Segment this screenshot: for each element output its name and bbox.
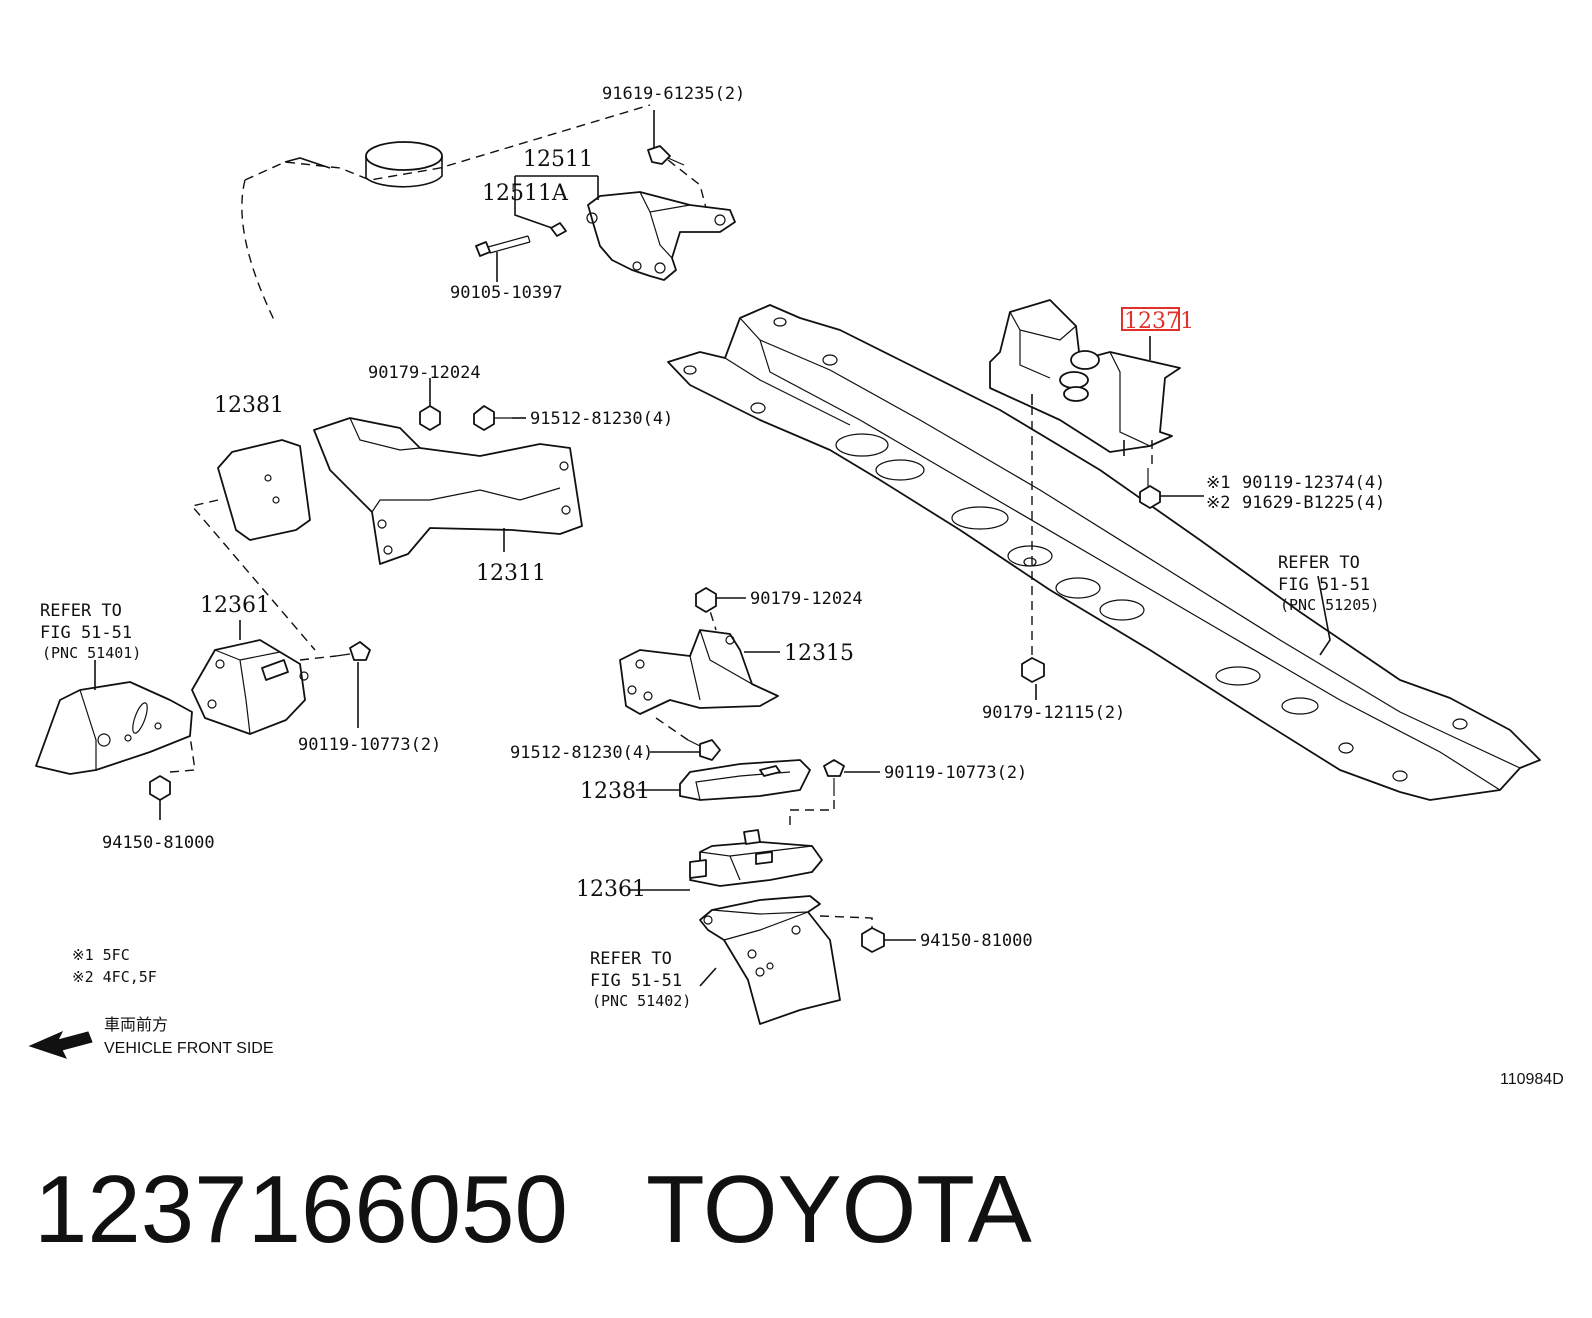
- label-12361-center: 12361: [576, 877, 646, 902]
- bracket-12315: [619, 597, 780, 715]
- label-90179-center: 90179-12024: [750, 589, 863, 609]
- label-12361-left: 12361: [200, 593, 270, 618]
- label-91619: 91619-61235(2): [602, 84, 745, 104]
- label-90179-12115: 90179-12115(2): [982, 703, 1125, 723]
- label-12371-highlighted[interactable]: 12371: [1124, 309, 1194, 334]
- insulator-12381-left: [190, 439, 316, 651]
- label-94150-left: 94150-81000: [102, 833, 215, 853]
- nut-90179-12024-center: [695, 587, 746, 613]
- ref-left-line1: REFER TO: [40, 601, 122, 621]
- bolt-90119-10773-center: [789, 759, 880, 826]
- mount-12361-left: [191, 620, 309, 735]
- engine-bracket-12511: [514, 159, 736, 281]
- label-12511: 12511: [523, 147, 593, 172]
- insulator-12381-center: [636, 759, 811, 801]
- label-12381-upper: 12381: [214, 393, 284, 418]
- ref-bottom-line1: REFER TO: [590, 949, 672, 969]
- bolt-90119-12374: [1139, 468, 1204, 509]
- direction-jp: 車両前方: [104, 1016, 168, 1034]
- ref-right-line3: (PNC 51205): [1280, 596, 1379, 614]
- ref-left-line2: FIG 51-51: [40, 623, 132, 643]
- ref-right-line2: FIG 51-51: [1278, 575, 1370, 595]
- rear-mount-12371: [989, 299, 1181, 456]
- label-90179-upper: 90179-12024: [368, 363, 481, 383]
- label-94150-center: 94150-81000: [920, 931, 1033, 951]
- label-91629: 91629-B1225(4): [1242, 493, 1385, 513]
- label-90119-left: 90119-10773(2): [298, 735, 441, 755]
- nut-94150-left: [149, 775, 171, 820]
- ref-right-line1: REFER TO: [1278, 553, 1360, 573]
- brand-name: TOYOTA: [646, 1156, 1032, 1263]
- front-arrow-icon: [28, 1030, 93, 1059]
- engine-outline: [241, 104, 651, 323]
- nut-94150-center: [861, 927, 916, 953]
- note-1: ※1 5FC: [72, 946, 130, 964]
- label-91512-upper: 91512-81230(4): [530, 409, 673, 429]
- bracket-12311: [313, 417, 583, 565]
- nut-90179-12024-upper: [419, 378, 441, 431]
- ref-left-line3: (PNC 51401): [42, 644, 141, 662]
- label-90119-12374: 90119-12374(4): [1242, 473, 1385, 493]
- ref-bottom-line2: FIG 51-51: [590, 971, 682, 991]
- note-2: ※2 4FC,5F: [72, 968, 157, 986]
- mark-1: ※1: [1206, 473, 1230, 493]
- label-90105: 90105-10397: [450, 283, 563, 303]
- mount-12361-center: [630, 829, 823, 891]
- label-12315: 12315: [784, 641, 854, 666]
- bolt-91512-lower: [650, 717, 721, 761]
- diagram-code: 110984D: [1500, 1071, 1564, 1088]
- label-91512-lower: 91512-81230(4): [510, 743, 653, 763]
- direction-en: VEHICLE FRONT SIDE: [104, 1040, 274, 1057]
- nut-90179-12115: [1021, 657, 1045, 700]
- label-12511a: 12511A: [482, 181, 569, 206]
- label-90119-center: 90119-10773(2): [884, 763, 1027, 783]
- ref-bottom-line3: (PNC 51402): [592, 992, 691, 1010]
- part-number: 1237166050: [34, 1156, 568, 1263]
- label-12381-center: 12381: [580, 779, 650, 804]
- label-12311: 12311: [476, 561, 546, 586]
- frame-crossmember: [667, 304, 1541, 801]
- bolt-91619: [647, 110, 685, 166]
- bolt-90119-10773-left: [299, 641, 371, 728]
- mark-2: ※2: [1206, 493, 1230, 513]
- frame-bracket-51402: [699, 895, 873, 1025]
- frame-bracket-51401: [35, 660, 196, 775]
- bolt-91512-upper: [473, 405, 526, 431]
- bolt-90105: [475, 235, 531, 282]
